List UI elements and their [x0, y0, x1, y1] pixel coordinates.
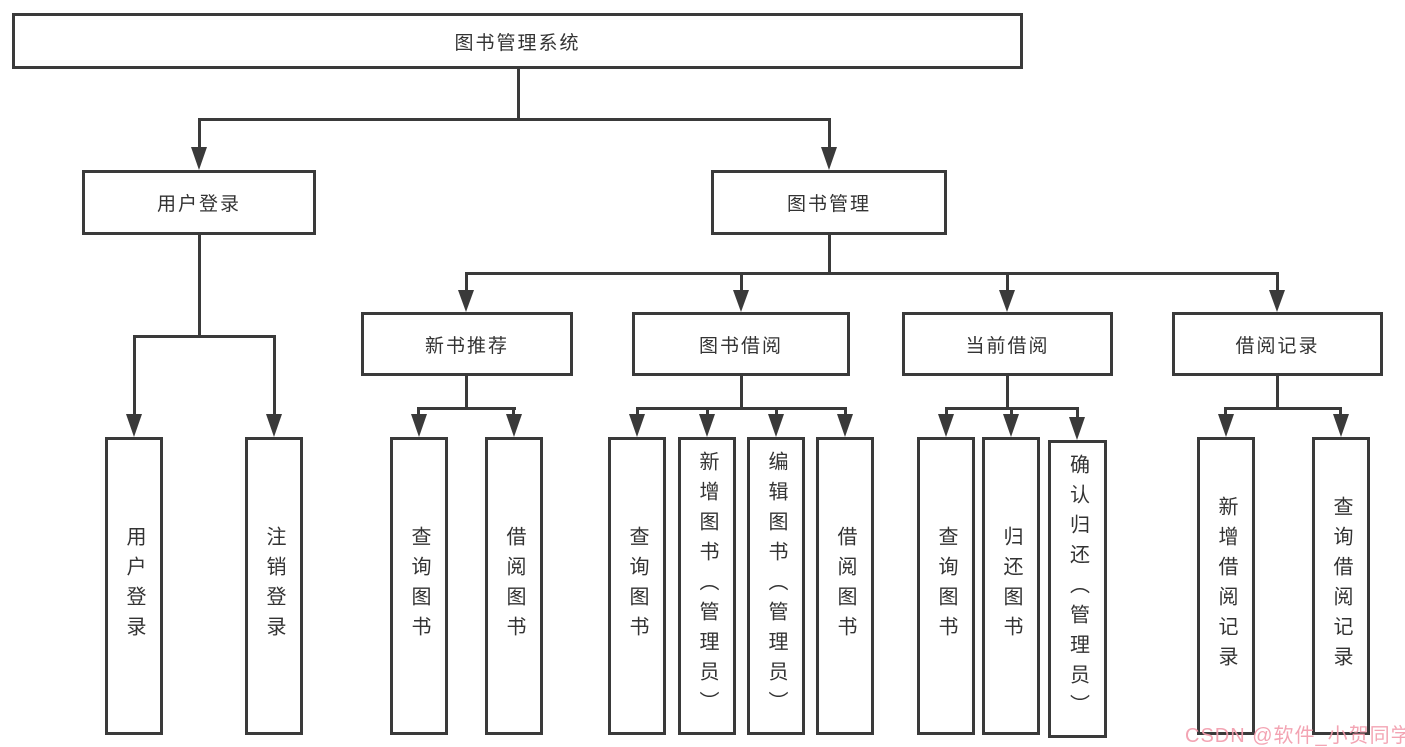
arrow-down-icon — [191, 147, 207, 170]
leaf-query-books: 查询图书 — [390, 437, 448, 735]
connector-l3-stem — [1006, 272, 1009, 292]
node-borrow-records: 借阅记录 — [1172, 312, 1383, 376]
arrow-down-icon — [699, 414, 715, 437]
connector-bookborrow-down — [740, 376, 743, 408]
leaf-label: 查询图书 — [626, 526, 648, 646]
leaf-edit-books-admin: 编辑图书（管理员） — [747, 437, 805, 735]
connector-newbook-down — [465, 376, 468, 408]
connector-leaf-stem — [512, 407, 515, 417]
leaf-label: 新增图书（管理员） — [696, 451, 718, 721]
leaf-logout: 注销登录 — [245, 437, 303, 735]
connector-root-bar — [198, 118, 831, 121]
leaf-label: 借阅图书 — [834, 526, 856, 646]
node-book-borrow-label: 图书借阅 — [698, 335, 783, 357]
leaf-borrow-books: 借阅图书 — [816, 437, 874, 735]
arrow-down-icon — [999, 290, 1015, 312]
connector-leaf-stem — [945, 407, 948, 417]
node-user-login-label: 用户登录 — [156, 194, 241, 215]
arrow-down-icon — [411, 414, 427, 437]
connector-userlogin-down — [198, 235, 201, 335]
node-book-borrow: 图书借阅 — [632, 312, 850, 376]
connector-leaf-stem — [844, 407, 847, 417]
connector-userlogin-stem — [198, 118, 201, 149]
leaf-label: 查询图书 — [935, 526, 957, 646]
connector-leaf-stem — [775, 407, 778, 417]
connector-l3-stem — [465, 272, 468, 292]
connector-leaf-stem — [133, 335, 136, 414]
connector-bookmgmt-down — [828, 235, 831, 273]
arrow-down-icon — [1069, 417, 1085, 440]
connector-leaf-stem — [706, 407, 709, 417]
leaf-label: 借阅图书 — [503, 526, 525, 646]
arrow-down-icon — [1218, 414, 1234, 437]
connector-leaf-stem — [1010, 407, 1013, 417]
leaf-query-books: 查询图书 — [608, 437, 666, 735]
connector-bookmgmt-bar — [465, 272, 1279, 275]
node-current-borrow-label: 当前借阅 — [965, 335, 1050, 357]
node-user-login: 用户登录 — [82, 170, 316, 235]
leaf-confirm-return-admin: 确认归还（管理员） — [1048, 440, 1107, 738]
connector-l3-stem — [740, 272, 743, 292]
connector-newbook-bar — [417, 407, 516, 410]
leaf-add-books-admin: 新增图书（管理员） — [678, 437, 736, 735]
connector-leaf-stem — [636, 407, 639, 417]
arrow-down-icon — [1269, 290, 1285, 312]
leaf-label: 编辑图书（管理员） — [765, 451, 787, 721]
leaf-label: 查询借阅记录 — [1330, 496, 1352, 676]
leaf-return-books: 归还图书 — [982, 437, 1040, 735]
connector-borrowrecords-down — [1276, 376, 1279, 408]
node-book-management: 图书管理 — [711, 170, 947, 235]
connector-bookborrow-bar — [636, 407, 846, 410]
arrow-down-icon — [821, 147, 837, 170]
connector-userlogin-bar — [133, 335, 276, 338]
connector-leaf-stem — [417, 407, 420, 417]
connector-bookmgmt-stem — [828, 118, 831, 149]
arrow-down-icon — [837, 414, 853, 437]
connector-borrowrecords-bar — [1224, 407, 1342, 410]
leaf-borrow-books: 借阅图书 — [485, 437, 543, 735]
connector-root-stem — [517, 68, 520, 119]
connector-leaf-stem — [1339, 407, 1342, 417]
leaf-query-books: 查询图书 — [917, 437, 975, 735]
leaf-label: 查询图书 — [408, 526, 430, 646]
arrow-down-icon — [768, 414, 784, 437]
arrow-down-icon — [1003, 414, 1019, 437]
connector-currentborrow-down — [1006, 376, 1009, 408]
node-new-book-recommend: 新书推荐 — [361, 312, 573, 376]
leaf-label: 新增借阅记录 — [1215, 496, 1237, 676]
node-new-book-recommend-label: 新书推荐 — [424, 335, 509, 357]
leaf-query-borrow-record: 查询借阅记录 — [1312, 437, 1370, 735]
arrow-down-icon — [938, 414, 954, 437]
leaf-label: 确认归还（管理员） — [1066, 454, 1089, 724]
leaf-user-login: 用户登录 — [105, 437, 163, 735]
connector-leaf-stem — [273, 335, 276, 414]
connector-l3-stem — [1276, 272, 1279, 292]
node-root-label: 图书管理系统 — [454, 32, 581, 54]
arrow-down-icon — [458, 290, 474, 312]
node-book-management-label: 图书管理 — [786, 194, 871, 215]
node-root: 图书管理系统 — [12, 13, 1023, 69]
arrow-down-icon — [506, 414, 522, 437]
connector-leaf-stem — [1224, 407, 1227, 417]
csdn-watermark: CSDN @软件_小贺同学 — [1185, 725, 1405, 747]
arrow-down-icon — [266, 414, 282, 437]
arrow-down-icon — [126, 414, 142, 437]
leaf-logout-label: 注销登录 — [263, 526, 285, 646]
node-borrow-records-label: 借阅记录 — [1235, 335, 1320, 357]
node-current-borrow: 当前借阅 — [902, 312, 1113, 376]
leaf-label: 归还图书 — [1000, 526, 1022, 646]
arrow-down-icon — [1333, 414, 1349, 437]
leaf-user-login-label: 用户登录 — [123, 526, 145, 646]
connector-leaf-stem — [1076, 407, 1079, 420]
arrow-down-icon — [629, 414, 645, 437]
arrow-down-icon — [733, 290, 749, 312]
leaf-add-borrow-record: 新增借阅记录 — [1197, 437, 1255, 735]
